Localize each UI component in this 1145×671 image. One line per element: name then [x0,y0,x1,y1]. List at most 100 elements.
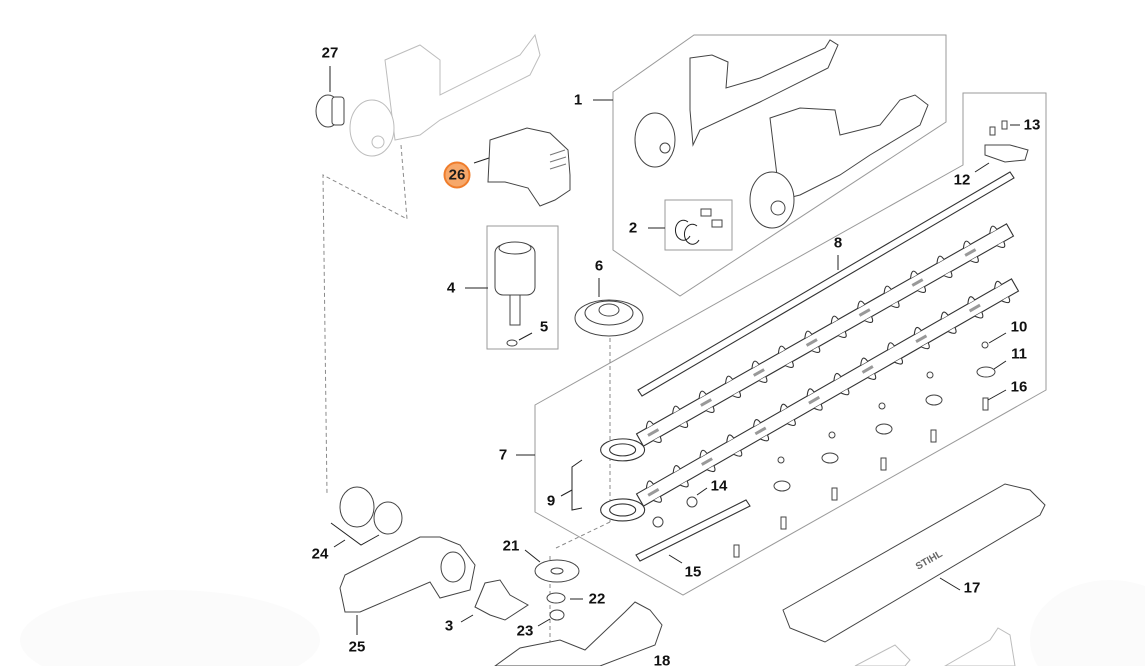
part-8-guide-bar[interactable] [637,171,1015,397]
part-5-o-ring[interactable] [506,332,533,347]
callout-24[interactable]: 24 [311,545,329,563]
ghost-housing-upper [349,33,541,157]
callout-18[interactable]: 18 [653,652,671,670]
blade-tooth [994,280,1003,289]
blade-tooth [913,326,922,335]
part-25-handle-housing[interactable] [339,536,476,635]
blade-tooth [672,465,681,473]
callout-27[interactable]: 27 [321,44,339,62]
part-1-housing[interactable] [593,39,929,229]
callout-16[interactable]: 16 [1010,378,1028,396]
group-box-7 [534,92,1047,596]
blade-slot [915,334,928,344]
blade-tooth [785,361,794,369]
blade-slot [911,278,924,287]
part-24-pinion[interactable] [330,486,403,548]
blade-tooth [645,420,654,429]
hardware [635,341,996,562]
part-18-gear-housing[interactable] [493,601,663,667]
part-3-bracket[interactable] [460,579,529,623]
part-12-tip-guard[interactable] [984,144,1029,163]
blade-tooth [813,404,823,411]
blade-tooth [996,241,1006,249]
part-26-motor-cover[interactable] [473,127,571,207]
assembly-line [555,521,611,549]
blade-tooth [936,255,945,264]
blade-tooth [679,421,689,429]
callout-21[interactable]: 21 [502,537,520,555]
blade-slot [808,395,821,405]
part-2-rings-pads[interactable] [648,208,723,245]
blade-tooth [804,330,813,339]
blade-tooth [777,345,786,354]
leader-lines [668,124,1020,564]
callout-23[interactable]: 23 [516,622,534,640]
blade-tooth [698,390,707,399]
blade-slot [700,398,713,407]
background-shadow [20,590,320,671]
blade-tooth [653,496,662,503]
blade-tooth [894,357,904,365]
part-9-upper-blade[interactable] [600,223,1015,462]
callout-22[interactable]: 22 [588,590,606,608]
blade-tooth [940,311,949,320]
part-23-bearing[interactable] [537,609,565,627]
part-13-screws[interactable] [989,120,1008,136]
blade-slot [752,368,765,377]
callout-13[interactable]: 13 [1023,116,1041,134]
blade-tooth [652,436,662,444]
blade-tooth [699,449,708,458]
callout-14[interactable]: 14 [710,477,728,495]
part-21-washer[interactable] [524,549,580,583]
blade-tooth [910,270,918,279]
ghost-housing-lower [854,627,1016,667]
part-9-lower-blade[interactable] [600,278,1020,522]
blade-tooth [837,331,847,339]
callout-11[interactable]: 11 [1011,345,1027,363]
blade-tooth [970,256,979,264]
part-22-circlip[interactable] [546,592,583,604]
blade-tooth [1001,296,1011,304]
blade-tooth [811,346,821,354]
blade-tooth [732,391,742,399]
assembly-line [322,144,408,496]
part-17-scabbard[interactable]: STIHL [782,483,1046,643]
callout-25[interactable]: 25 [348,638,366,656]
blade-tooth [917,286,927,294]
blade-slot [805,338,818,347]
leader-line-9 [560,489,573,497]
part-6-gear[interactable] [574,278,644,337]
blade-tooth [840,388,850,396]
blade-tooth [751,360,760,369]
part-27-cap[interactable] [315,66,345,128]
callout-17[interactable]: 17 [963,579,981,597]
callout-3[interactable]: 3 [444,617,454,635]
blade-tooth [947,327,957,334]
background-shadow [1030,580,1145,671]
callout-1[interactable]: 1 [573,91,583,109]
callout-4[interactable]: 4 [446,279,456,297]
blade-tooth [921,342,930,350]
blade-tooth [857,300,866,309]
callout-10[interactable]: 10 [1010,318,1028,336]
blade-tooth [725,375,733,384]
callout-9[interactable]: 9 [546,492,556,510]
callout-6[interactable]: 6 [594,257,604,275]
callout-8[interactable]: 8 [833,234,843,252]
callout-26-highlighted[interactable]: 26 [443,161,471,189]
callout-15[interactable]: 15 [684,563,702,581]
blade-tooth [943,271,953,279]
blade-tooth [705,406,715,414]
callout-7[interactable]: 7 [498,446,508,464]
blade-tooth [706,465,716,473]
callout-5[interactable]: 5 [539,318,549,336]
blade-tooth [645,480,654,489]
callout-12[interactable]: 12 [953,171,971,189]
blade-slot [968,303,981,313]
callout-2[interactable]: 2 [628,219,638,237]
blade-tooth [860,357,869,366]
part-4-motor[interactable] [465,241,536,326]
blade-tooth [672,405,681,414]
blade-tooth [867,373,877,380]
